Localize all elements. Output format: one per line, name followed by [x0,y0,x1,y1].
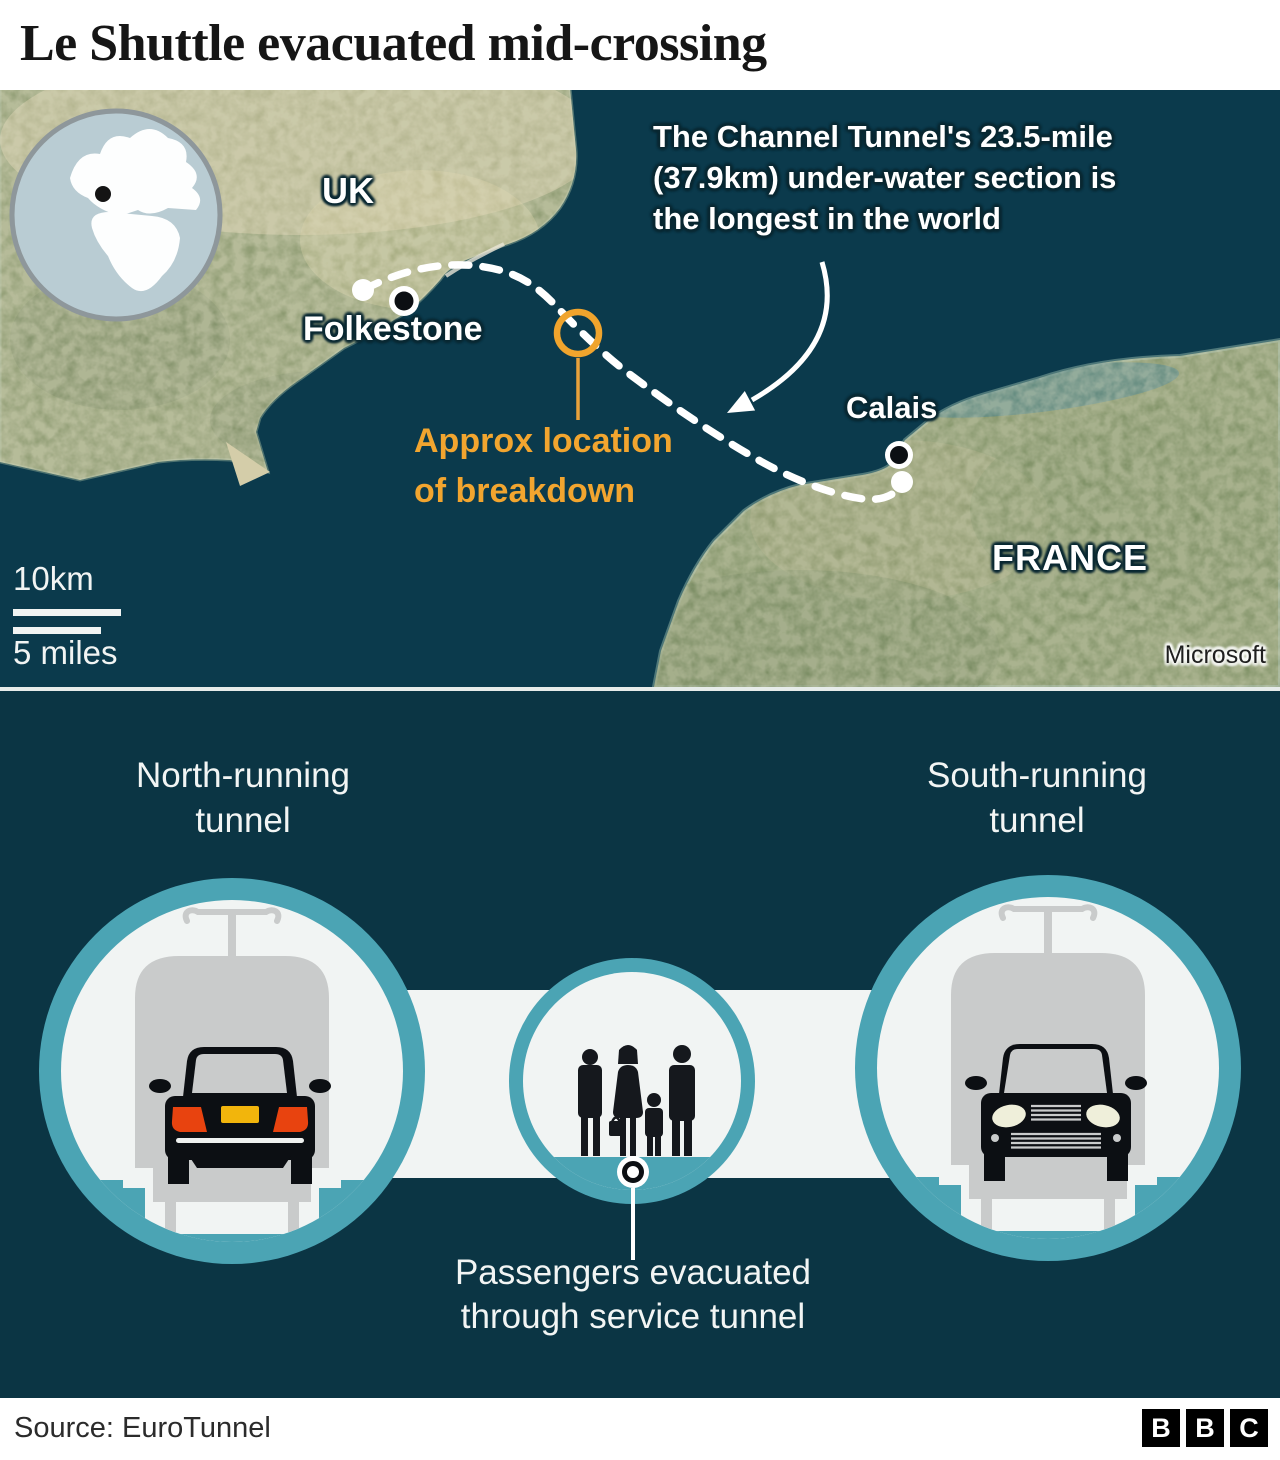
pantograph-icon [998,904,1098,921]
page-title: Le Shuttle evacuated mid-crossing [20,15,767,72]
globe-location-dot [95,186,111,202]
bag-icon [609,1121,622,1136]
north-tunnel-circle [39,878,425,1264]
footer: Source: EuroTunnel B B C [0,1398,1280,1460]
source-credit: Source: EuroTunnel [14,1412,271,1444]
tunnel-diagram: North-running tunnel South-running tunne… [0,691,1280,1398]
label-south-tunnel: South-running tunnel [927,756,1147,840]
globe-africa [91,212,180,292]
taillight-right [273,1107,309,1132]
grille [1031,1104,1081,1121]
label-uk: UK [322,170,374,211]
map-artwork [0,90,1280,687]
headlight-right [1086,1104,1120,1128]
breakdown-marker-ring [553,308,603,358]
globe-inset [9,108,223,322]
channel-map: The Channel Tunnel's 23.5-mile (37.9km) … [0,90,1280,687]
calais-terminal-dot [891,471,913,493]
label-evacuation-caption: Passengers evacuated through service tun… [454,1253,812,1336]
license-plate [221,1106,259,1123]
france-landmass [651,337,1280,687]
bbc-logo-block: B [1142,1409,1180,1447]
south-tunnel-circle [855,875,1241,1261]
dungeness-spit [226,442,270,486]
taillight-left [171,1107,207,1132]
section-separator [0,687,1280,691]
folkestone-terminal-dot [352,279,374,301]
bbc-logo-block: C [1230,1409,1268,1447]
label-france: FRANCE [992,537,1148,578]
label-breakdown-location: Approx location of breakdown [414,422,673,510]
bbc-logo: B B C [1142,1409,1268,1447]
folkestone-marker [389,286,419,316]
caption-leader-line [631,1188,635,1260]
lower-grille [1011,1132,1101,1149]
header: Le Shuttle evacuated mid-crossing [0,0,1280,90]
map-attribution: Microsoft [1164,641,1266,669]
pantograph-icon [182,907,282,924]
bbc-logo-block: B [1186,1409,1224,1447]
white-cliffs [444,242,505,278]
scale-bar-km [13,609,121,616]
calais-marker [885,441,913,469]
car-front-icon [965,1044,1147,1181]
scale-label-km: 10km [13,560,94,597]
label-north-tunnel: North-running tunnel [136,756,350,840]
label-folkestone: Folkestone [303,310,483,348]
map-annotation: The Channel Tunnel's 23.5-mile (37.9km) … [653,119,1117,236]
headlight-left [992,1104,1026,1128]
car-rear-icon [149,1047,331,1184]
scale-label-miles: 5 miles [13,634,118,671]
label-calais: Calais [846,390,938,425]
scale-bar-miles [13,627,101,634]
passengers-silhouette [578,1045,695,1156]
north-tunnel-illustration [61,907,403,1242]
annotation-arrow [726,261,830,413]
service-tunnel-circle [509,958,755,1204]
south-tunnel-illustration [877,904,1219,1239]
tunnel-route-dashed [359,261,906,504]
